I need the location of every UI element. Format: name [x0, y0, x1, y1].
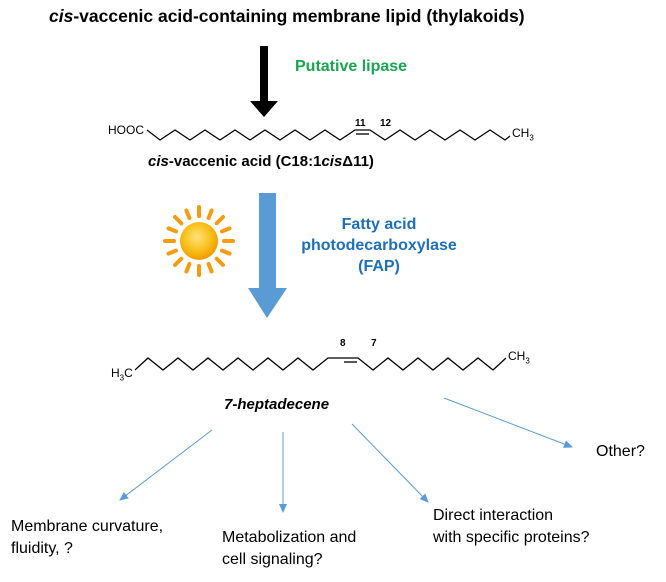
hooc-group: HOOC [108, 123, 144, 137]
outcome-direct-interaction: Direct interaction with specific protein… [433, 505, 590, 549]
fap-label-line2: photodecarboxylase [301, 237, 457, 254]
outcome-metabolization: Metabolization and cell signaling? [222, 527, 356, 571]
outcome-membrane-line2: fluidity, ? [11, 540, 73, 557]
arrow-to-other [443, 397, 573, 448]
fap-arrow [248, 193, 287, 318]
diagram-title: cis-vaccenic acid-containing membrane li… [49, 6, 525, 26]
hd-position-8: 8 [340, 338, 346, 349]
lipase-arrow [250, 46, 278, 117]
heptadecene-name: 7-heptadecene [224, 396, 330, 413]
arrow-to-direct-interaction [351, 423, 429, 503]
hd-position-7: 7 [371, 338, 377, 349]
fa-ch3-group: CH3 [512, 126, 534, 143]
lipase-label: Putative lipase [295, 58, 408, 75]
arrow-to-membrane [119, 429, 213, 501]
fap-label-line3: (FAP) [358, 258, 400, 275]
sun-icon [163, 205, 235, 277]
outcome-direct-line1: Direct interaction [433, 507, 554, 524]
fap-label-line1: Fatty acid [341, 216, 417, 233]
vaccenic-acid-chain [146, 129, 511, 141]
outcome-membrane-line1: Membrane curvature, [11, 518, 164, 535]
outcome-membrane: Membrane curvature, fluidity, ? [11, 516, 163, 560]
outcome-direct-line2: with specific proteins? [433, 529, 590, 546]
outcome-other: Other? [596, 443, 645, 460]
outcome-metabolization-line1: Metabolization and [222, 529, 357, 546]
vaccenic-acid-name: cis-vaccenic acid (C18:1cisΔ11) [148, 153, 374, 170]
h3c-group: H3C [111, 366, 133, 383]
fa-position-12: 12 [380, 118, 392, 129]
fap-label: Fatty acid photodecarboxylase (FAP) [296, 214, 462, 277]
outcome-metabolization-line2: cell signaling? [222, 551, 323, 568]
heptadecene-chain [134, 357, 507, 371]
fa-position-11: 11 [355, 118, 366, 129]
hd-ch3-group: CH3 [508, 349, 530, 366]
